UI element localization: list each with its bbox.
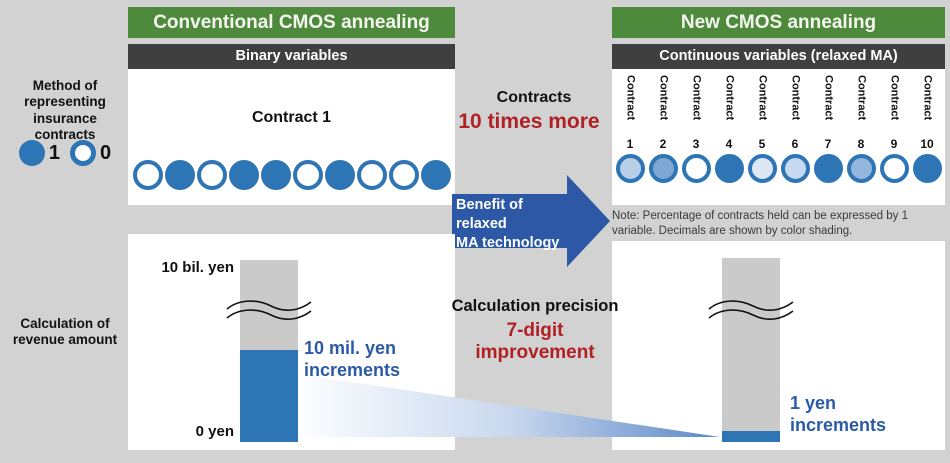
contract-1-label: Contract 1 xyxy=(251,109,332,126)
benefit-arrow-icon xyxy=(452,175,610,267)
ten-billion-yen-label: 10 bil. yen xyxy=(161,259,234,276)
contract-rotated-label: Contract xyxy=(624,75,637,121)
new-title-header: New CMOS annealing xyxy=(612,7,945,38)
contract-rotated-label: Contract xyxy=(789,75,802,121)
ten-million-increments-label: 10 mil. yen increments xyxy=(304,338,401,380)
contract-number-label: 8 xyxy=(857,137,865,151)
contract-column: Contract 6 xyxy=(780,75,810,183)
shading-note: Note: Percentage of contracts held can b… xyxy=(612,210,908,237)
contract-column: Contract 3 xyxy=(681,75,711,183)
seven-digit-improvement-label: 7-digit improvement xyxy=(475,320,595,363)
contracts-heading: Contracts xyxy=(496,89,572,106)
contract-shaded-circle xyxy=(615,154,645,183)
contract-column: Contract 8 xyxy=(846,75,876,183)
open-bit-circle xyxy=(388,160,419,190)
contract-number-label: 7 xyxy=(824,137,832,151)
legend-one-label: 1 xyxy=(48,141,60,164)
open-bit-circle xyxy=(292,160,323,190)
contract-rotated-label: Contract xyxy=(657,75,670,121)
continuous-variables-header: Continuous variables (relaxed MA) xyxy=(612,44,945,69)
new-revenue-fill xyxy=(722,431,780,442)
benefit-arrow-label: Benefit of relaxed MA technology xyxy=(456,197,560,252)
filled-bit-circle xyxy=(420,160,451,190)
contract-number-label: 1 xyxy=(626,137,634,151)
contract-number-label: 10 xyxy=(920,137,934,151)
contract-column: Contract 9 xyxy=(879,75,909,183)
axis-break-wave-icon-left xyxy=(226,300,312,320)
filled-bit-circle xyxy=(164,160,195,190)
open-bit-circle xyxy=(356,160,387,190)
filled-circle-legend-icon xyxy=(18,140,45,166)
contract-shaded-circle xyxy=(681,154,711,183)
contract-column: Contract 1 xyxy=(615,75,645,183)
open-circle-legend-icon xyxy=(70,140,96,166)
contract-rotated-label: Contract xyxy=(855,75,868,121)
bit-legend: 1 0 xyxy=(0,140,130,166)
contract-column: Contract 4 xyxy=(714,75,744,183)
zero-yen-label: 0 yen xyxy=(195,423,234,440)
contract-shaded-circle xyxy=(813,154,843,183)
contract-number-label: 9 xyxy=(890,137,898,151)
one-yen-increments-label: 1 yen increments xyxy=(790,393,887,435)
conventional-revenue-fill xyxy=(240,350,298,442)
contract-number-label: 5 xyxy=(758,137,766,151)
contract-rotated-label: Contract xyxy=(888,75,901,121)
new-revenue-bar xyxy=(722,258,780,442)
method-of-representing-label: Method of representing insurance contrac… xyxy=(24,78,106,143)
contract-rotated-label: Contract xyxy=(723,75,736,121)
contract-shaded-circle xyxy=(714,154,744,183)
contract-column: Contract 10 xyxy=(912,75,942,183)
contract-shaded-circle xyxy=(648,154,678,183)
contract-number-label: 2 xyxy=(659,137,667,151)
contract-rotated-label: Contract xyxy=(690,75,703,121)
binary-circles-row xyxy=(128,160,455,190)
contract-column: Contract 5 xyxy=(747,75,777,183)
contract-column: Contract 2 xyxy=(648,75,678,183)
contract-shaded-circle xyxy=(846,154,876,183)
filled-bit-circle xyxy=(260,160,291,190)
axis-break-wave-icon-right xyxy=(708,300,794,320)
contract-number-label: 3 xyxy=(692,137,700,151)
contract-shaded-circle xyxy=(912,154,942,183)
contract-rotated-label: Contract xyxy=(921,75,934,121)
open-bit-circle xyxy=(132,160,163,190)
contract-shaded-circle xyxy=(879,154,909,183)
conventional-title-header: Conventional CMOS annealing xyxy=(128,7,455,38)
precision-beam-icon xyxy=(298,374,720,437)
calculation-of-revenue-label: Calculation of revenue amount xyxy=(12,316,118,348)
contract-number-label: 4 xyxy=(725,137,733,151)
contract-column: Contract 7 xyxy=(813,75,843,183)
contract-number-label: 6 xyxy=(791,137,799,151)
filled-bit-circle xyxy=(324,160,355,190)
legend-zero-label: 0 xyxy=(100,141,112,164)
ten-times-more-label: 10 times more xyxy=(458,110,600,133)
binary-variables-panel: Contract 1 xyxy=(128,69,455,205)
contract-shaded-circle xyxy=(780,154,810,183)
contract-rotated-label: Contract xyxy=(822,75,835,121)
calculation-precision-label: Calculation precision xyxy=(451,297,619,315)
filled-bit-circle xyxy=(228,160,259,190)
contract-rotated-label: Contract xyxy=(756,75,769,121)
open-bit-circle xyxy=(196,160,227,190)
contract-shaded-circle xyxy=(747,154,777,183)
binary-variables-header: Binary variables xyxy=(128,44,455,69)
